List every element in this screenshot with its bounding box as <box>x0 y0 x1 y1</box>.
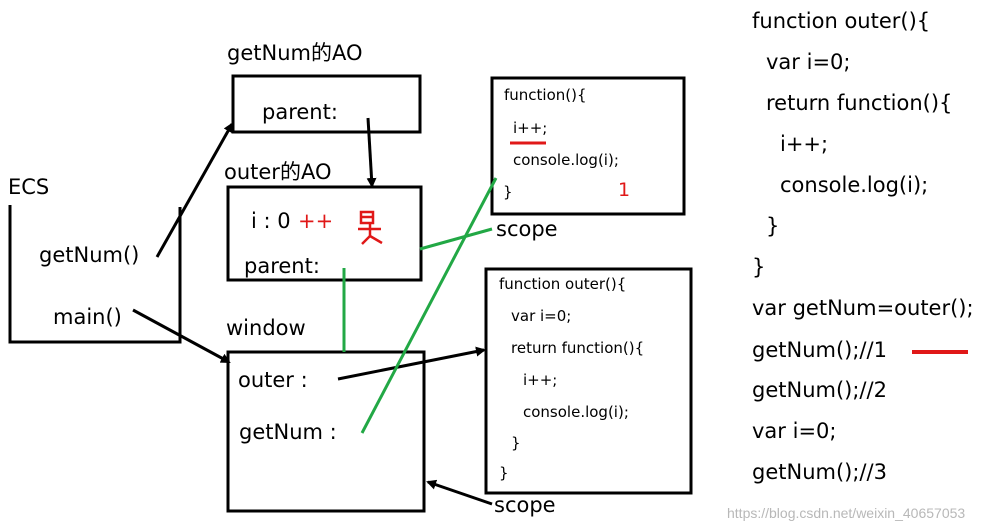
arrow-getnum-to-ao <box>155 122 234 258</box>
outer-ao-title: outer的AO <box>224 160 332 184</box>
inner-fn-line-2: i++; <box>513 119 548 137</box>
outer-ao-box <box>226 185 423 282</box>
scope-label-top: scope <box>496 217 558 241</box>
ecs-label: ECS <box>8 175 50 199</box>
window-getnum: getNum : <box>239 420 337 444</box>
outer-function-box <box>484 267 693 495</box>
window-outer: outer : <box>238 368 308 392</box>
outer-fn-line-1: function outer(){ <box>499 275 627 293</box>
ecs-frame-main: main() <box>53 305 122 329</box>
green-getnum-to-function <box>360 177 498 434</box>
outer-fn-line-2: var i=0; <box>511 307 572 325</box>
code-line-2: var i=0; <box>766 50 851 74</box>
code-line-6: } <box>766 214 780 238</box>
window-title: window <box>226 316 306 340</box>
outer-fn-line-7: } <box>499 464 509 482</box>
outer-ao-i: i : 0 <box>251 209 291 233</box>
green-scope-to-outer-ao <box>419 227 493 251</box>
arrow-outer-to-function <box>337 346 486 381</box>
code-line-10: getNum();//2 <box>752 378 887 402</box>
arrow-main-to-window <box>132 308 231 364</box>
code-line-5: console.log(i); <box>780 173 929 197</box>
inner-function-box <box>490 76 686 216</box>
outer-fn-line-5: console.log(i); <box>523 403 629 421</box>
getnum-ao-parent: parent: <box>262 100 338 124</box>
inner-fn-result: 1 <box>618 179 631 201</box>
watermark: https://blog.csdn.net/weixin_40657053 <box>727 505 966 521</box>
scope-label-bottom: scope <box>494 493 556 517</box>
code-line-1: function outer(){ <box>752 9 931 33</box>
ecs-frame-getnum: getNum() <box>39 243 140 267</box>
red-scribble-icon <box>358 210 383 245</box>
getnum-ao-box <box>231 74 422 134</box>
ecs-stack-outline <box>8 205 182 344</box>
inner-fn-line-3: console.log(i); <box>513 151 619 169</box>
outer-fn-line-6: } <box>511 434 521 452</box>
arrow-parent-to-outer-ao <box>366 117 377 188</box>
getnum-ao-title: getNum的AO <box>227 41 363 65</box>
outer-fn-line-4: i++; <box>523 371 558 389</box>
inner-fn-line-4: } <box>503 183 513 201</box>
code-line-7: } <box>752 255 766 279</box>
code-line-11: var i=0; <box>752 419 837 443</box>
code-line-9: getNum();//1 <box>752 338 887 362</box>
outer-ao-parent: parent: <box>244 254 320 278</box>
outer-fn-line-3: return function(){ <box>511 339 645 357</box>
code-line-12: getNum();//3 <box>752 460 887 484</box>
code-line-8: var getNum=outer(); <box>752 296 974 320</box>
code-line-3: return function(){ <box>766 91 953 115</box>
arrow-scope-to-window <box>426 479 493 506</box>
code-line-4: i++; <box>780 132 829 156</box>
window-box <box>226 350 426 513</box>
outer-ao-plusplus: ++ <box>298 209 334 233</box>
inner-fn-line-1: function(){ <box>504 86 587 104</box>
